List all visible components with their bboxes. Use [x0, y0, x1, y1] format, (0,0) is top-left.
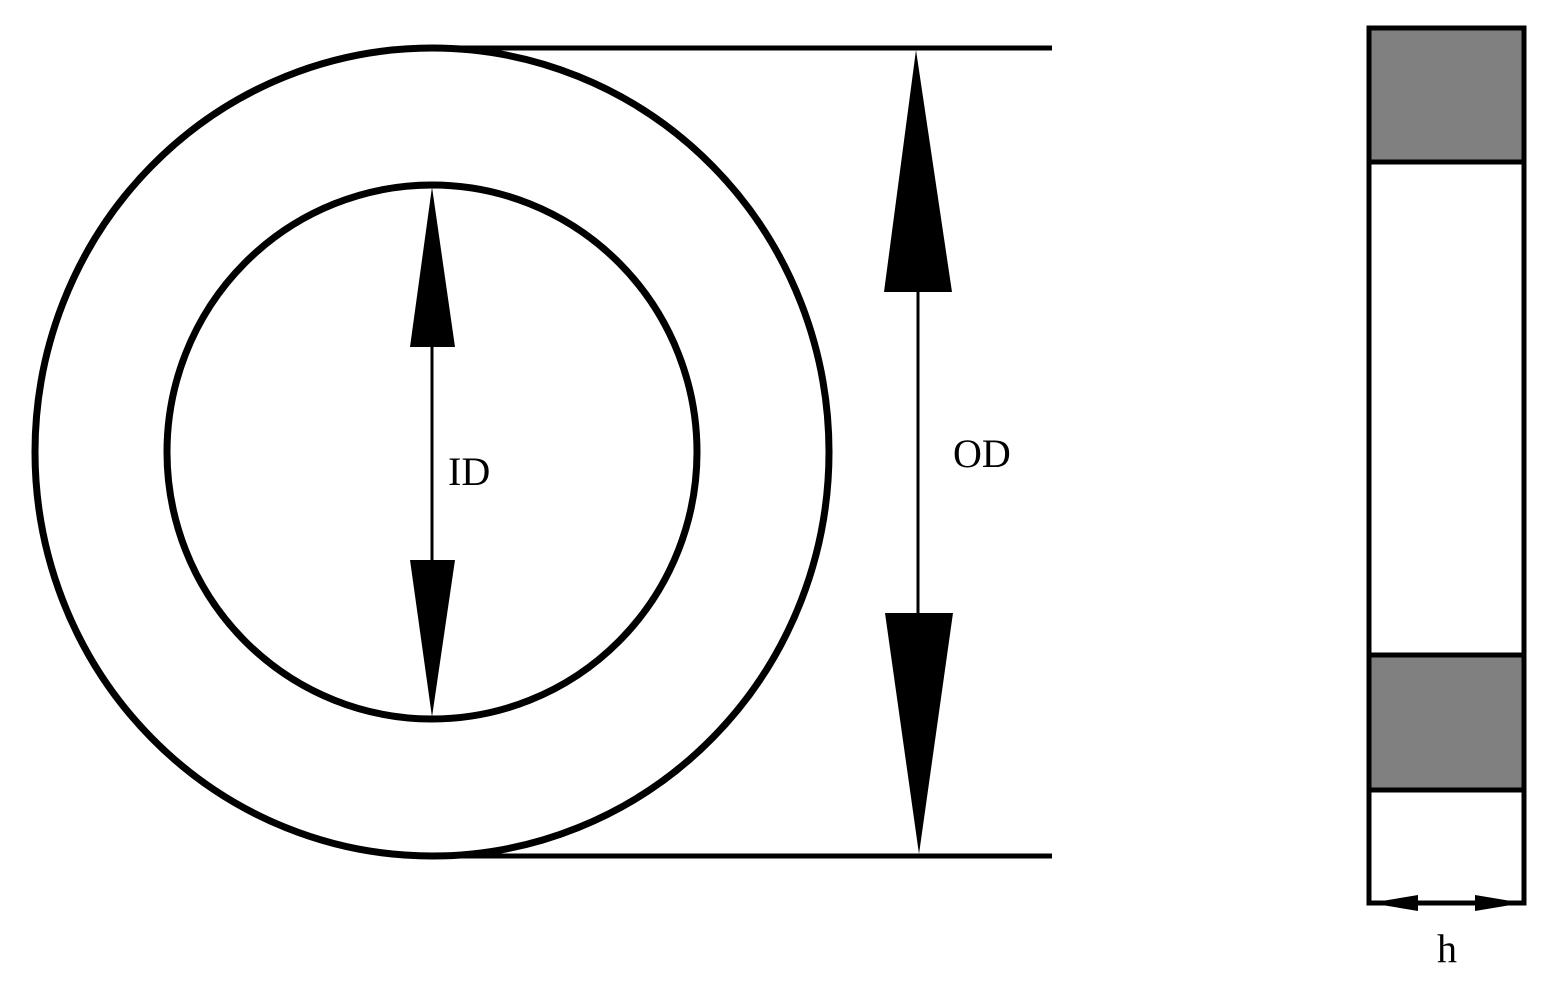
od-extension-lines — [432, 45, 1052, 859]
h-arrow-left — [1370, 895, 1418, 911]
id-arrow-down — [410, 560, 455, 717]
od-arrow-up — [884, 50, 952, 292]
section-top-fill — [1369, 28, 1524, 162]
section-bottom-fill — [1369, 655, 1524, 790]
od-label: OD — [953, 431, 1011, 476]
side-view — [1366, 25, 1527, 906]
inner-circle — [163, 181, 701, 723]
od-arrow-down — [885, 613, 953, 854]
id-dimension: ID — [410, 187, 490, 717]
od-dimension: OD — [884, 50, 1011, 854]
h-label: h — [1437, 926, 1457, 971]
id-arrow-up — [410, 187, 455, 347]
id-label: ID — [448, 449, 490, 494]
h-arrow-right — [1475, 895, 1523, 911]
h-dimension: h — [1370, 895, 1523, 971]
